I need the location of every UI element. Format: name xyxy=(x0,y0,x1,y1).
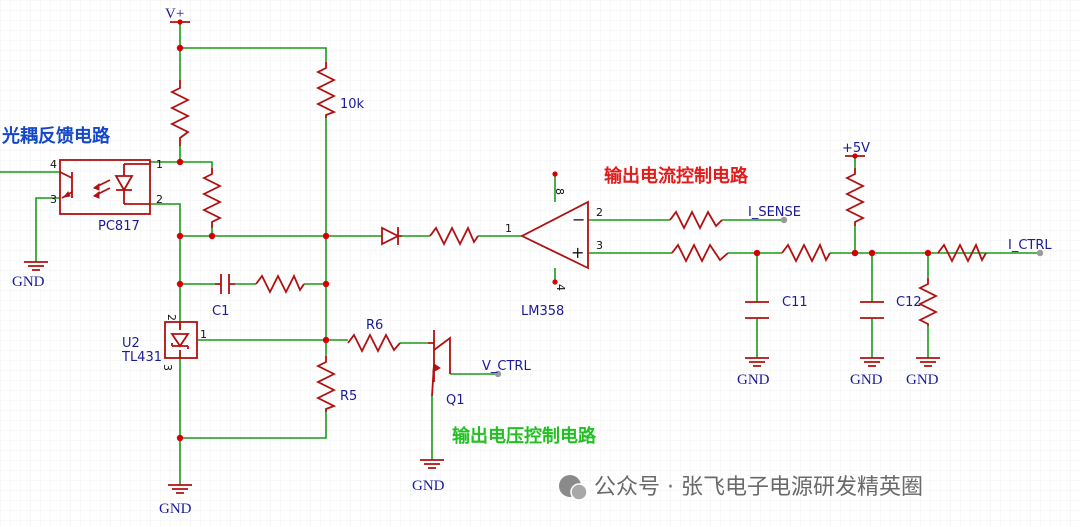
pin-u2-3: 3 xyxy=(161,364,174,371)
pin-opto-2: 2 xyxy=(156,193,163,206)
resistor-diode-series xyxy=(429,225,479,247)
pin-opto-3: 3 xyxy=(50,193,57,206)
pin-op-plus: + xyxy=(571,243,584,262)
gnd-label-c12: GND xyxy=(850,372,883,388)
resistor-10k xyxy=(315,62,337,118)
wires xyxy=(0,22,1040,485)
net-label-vctrl: V_CTRL xyxy=(482,359,531,374)
title-voltage-control: 输出电压控制电路 xyxy=(452,425,597,447)
watermark-text: 公众号 · 张飞电子电源研发精英圈 xyxy=(594,475,923,500)
resistor-c1-series xyxy=(255,273,305,295)
pin-u2-2: 2 xyxy=(165,314,178,321)
capacitor-c12 xyxy=(860,301,884,319)
title-current-control: 输出电流控制电路 xyxy=(604,165,749,187)
component-label-r5: R5 xyxy=(340,389,357,404)
port-vctrl xyxy=(494,370,502,378)
resistor-top-left xyxy=(169,80,191,146)
port-isense xyxy=(780,216,788,224)
gnd-label-c11: GND xyxy=(737,372,770,388)
transistor-q1 xyxy=(428,330,451,397)
component-label-r6: R6 xyxy=(366,318,383,333)
optocoupler-pc817 xyxy=(59,159,151,215)
pin-op-8: 8 xyxy=(553,188,566,195)
junction-dots xyxy=(176,19,932,442)
resistor-plus-input xyxy=(671,242,729,264)
resistor-r5 xyxy=(315,356,337,412)
component-label-c11: C11 xyxy=(782,295,808,310)
pin-op-1: 1 xyxy=(505,222,512,235)
pin-op-minus: − xyxy=(572,210,585,229)
capacitor-c1 xyxy=(215,274,235,294)
net-label-isense: I_SENSE xyxy=(748,205,801,220)
pin-op-2: 2 xyxy=(596,206,603,219)
port-ictrl xyxy=(1036,249,1044,257)
component-label-q1: Q1 xyxy=(446,393,465,408)
net-label-plus5v: +5V xyxy=(842,141,870,156)
net-label-vplus: V+ xyxy=(165,6,184,22)
pin-op-4: 4 xyxy=(554,284,567,291)
component-label-pc817: PC817 xyxy=(98,219,140,234)
component-label-tl431: TL431 xyxy=(121,350,162,365)
pin-opto-4: 4 xyxy=(50,158,57,171)
capacitor-c11 xyxy=(745,301,769,319)
title-optocoupler-feedback: 光耦反馈电路 xyxy=(1,125,111,147)
watermark: 公众号 · 张飞电子电源研发精英圈 xyxy=(559,475,923,501)
gnd-label-q1: GND xyxy=(412,478,445,494)
pin-op-3: 3 xyxy=(596,239,603,252)
resistor-ictrl xyxy=(937,242,987,264)
pin-u2-1: 1 xyxy=(200,328,207,341)
resistor-plus5v xyxy=(844,168,866,226)
component-label-u2: U2 xyxy=(122,336,140,351)
opamp-lm358 xyxy=(519,200,589,270)
resistor-right-gnd xyxy=(917,278,939,326)
diode xyxy=(381,226,402,246)
resistor-opto-bias xyxy=(201,168,223,228)
component-label-10k: 10k xyxy=(340,97,365,112)
net-label-ictrl: I_CTRL xyxy=(1008,238,1052,253)
component-label-lm358: LM358 xyxy=(521,304,564,319)
component-label-c1: C1 xyxy=(212,304,229,319)
gnd-label-opto: GND xyxy=(12,274,45,290)
pin-opto-1: 1 xyxy=(156,158,163,171)
regulator-tl431 xyxy=(164,321,198,359)
gnd-label-right: GND xyxy=(906,372,939,388)
ground-symbols xyxy=(24,261,940,494)
resistor-isense xyxy=(669,209,723,231)
resistor-middle xyxy=(781,242,831,264)
resistor-r6 xyxy=(347,332,401,354)
component-label-c12: C12 xyxy=(896,295,922,310)
gnd-label-left: GND xyxy=(159,501,192,517)
